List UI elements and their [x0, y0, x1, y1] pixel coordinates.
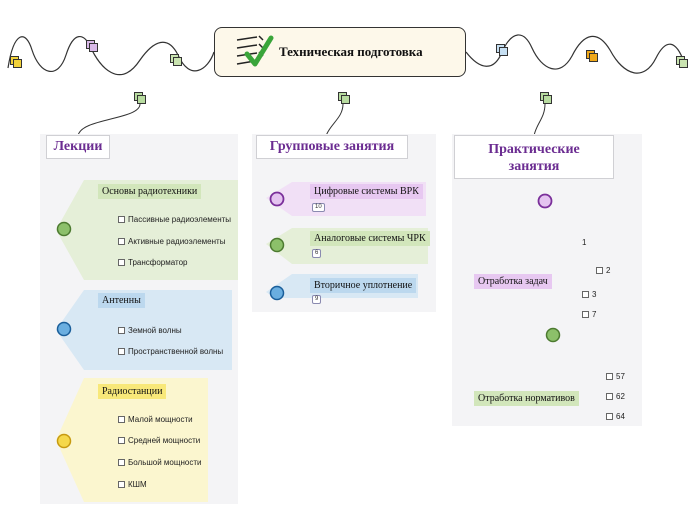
- topic-shape-antennas: [56, 290, 232, 370]
- decor-square-yellow-left: [10, 56, 22, 68]
- practical-header[interactable]: Практические занятия: [454, 135, 614, 179]
- practical-header-line2: занятия: [508, 159, 560, 174]
- item-sky-wave[interactable]: Пространственной волны: [118, 347, 223, 356]
- item-medium-power[interactable]: Средней мощности: [118, 436, 200, 445]
- topic-radio-stations[interactable]: Радиостанции: [98, 384, 167, 399]
- marker-analog: [269, 237, 285, 253]
- topic-basics[interactable]: Основы радиотехники: [98, 184, 202, 199]
- item-passive[interactable]: Пассивные радиоэлементы: [118, 215, 231, 224]
- decor-square-green-top: [170, 54, 182, 66]
- topic-task-practice[interactable]: Отработка задач: [474, 274, 552, 289]
- item-task-3[interactable]: 3: [582, 290, 596, 299]
- group-header[interactable]: Групповые занятия: [256, 135, 408, 159]
- badge-digital: 10: [312, 203, 325, 212]
- checklist-icon: [236, 35, 274, 67]
- item-ground-wave[interactable]: Земной волны: [118, 326, 182, 335]
- topic-antennas[interactable]: Антенны: [98, 293, 145, 308]
- connector-square-practical: [540, 92, 552, 104]
- decor-square-purple: [86, 40, 98, 52]
- badge-analog: 6: [312, 249, 322, 258]
- topic-shape-radio: [56, 378, 208, 502]
- item-task-1[interactable]: 1: [582, 238, 587, 247]
- decor-square-green-right: [676, 56, 688, 68]
- item-task-7[interactable]: 7: [582, 310, 596, 319]
- marker-tasks: [537, 193, 553, 209]
- item-ksh[interactable]: КШМ: [118, 480, 147, 489]
- item-low-power[interactable]: Малой мощности: [118, 415, 193, 424]
- decor-square-orange: [586, 50, 598, 62]
- topic-analog-systems[interactable]: Аналоговые системы ЧРК: [310, 231, 430, 246]
- topic-shape-basics: [56, 180, 238, 280]
- connector-square-group: [338, 92, 350, 104]
- marker-standards: [545, 327, 561, 343]
- item-high-power[interactable]: Большой мощности: [118, 458, 201, 467]
- central-topic[interactable]: Техническая подготовка: [214, 27, 466, 77]
- topic-digital-systems[interactable]: Цифровые системы ВРК: [310, 184, 423, 199]
- topic-marker-radio: [56, 433, 72, 449]
- item-active[interactable]: Активные радиоэлементы: [118, 237, 225, 246]
- decor-square-blue: [496, 44, 508, 56]
- topic-standards-practice[interactable]: Отработка нормативов: [474, 391, 579, 406]
- badge-secondary: 9: [312, 295, 322, 304]
- marker-digital: [269, 191, 285, 207]
- item-standard-62[interactable]: 62: [606, 392, 625, 401]
- item-task-2[interactable]: 2: [596, 266, 610, 275]
- topic-secondary-multiplexing[interactable]: Вторичное уплотнение: [310, 278, 417, 293]
- item-standard-57[interactable]: 57: [606, 372, 625, 381]
- practical-header-line1: Практические: [488, 142, 580, 157]
- item-transformer[interactable]: Трансформатор: [118, 258, 187, 267]
- item-standard-64[interactable]: 64: [606, 412, 625, 421]
- connector-square-lectures: [134, 92, 146, 104]
- lectures-header[interactable]: Лекции: [46, 135, 110, 159]
- topic-marker-antennas: [56, 321, 72, 337]
- topic-marker-basics: [56, 221, 72, 237]
- marker-secondary: [269, 285, 285, 301]
- central-topic-title: Техническая подготовка: [279, 44, 423, 59]
